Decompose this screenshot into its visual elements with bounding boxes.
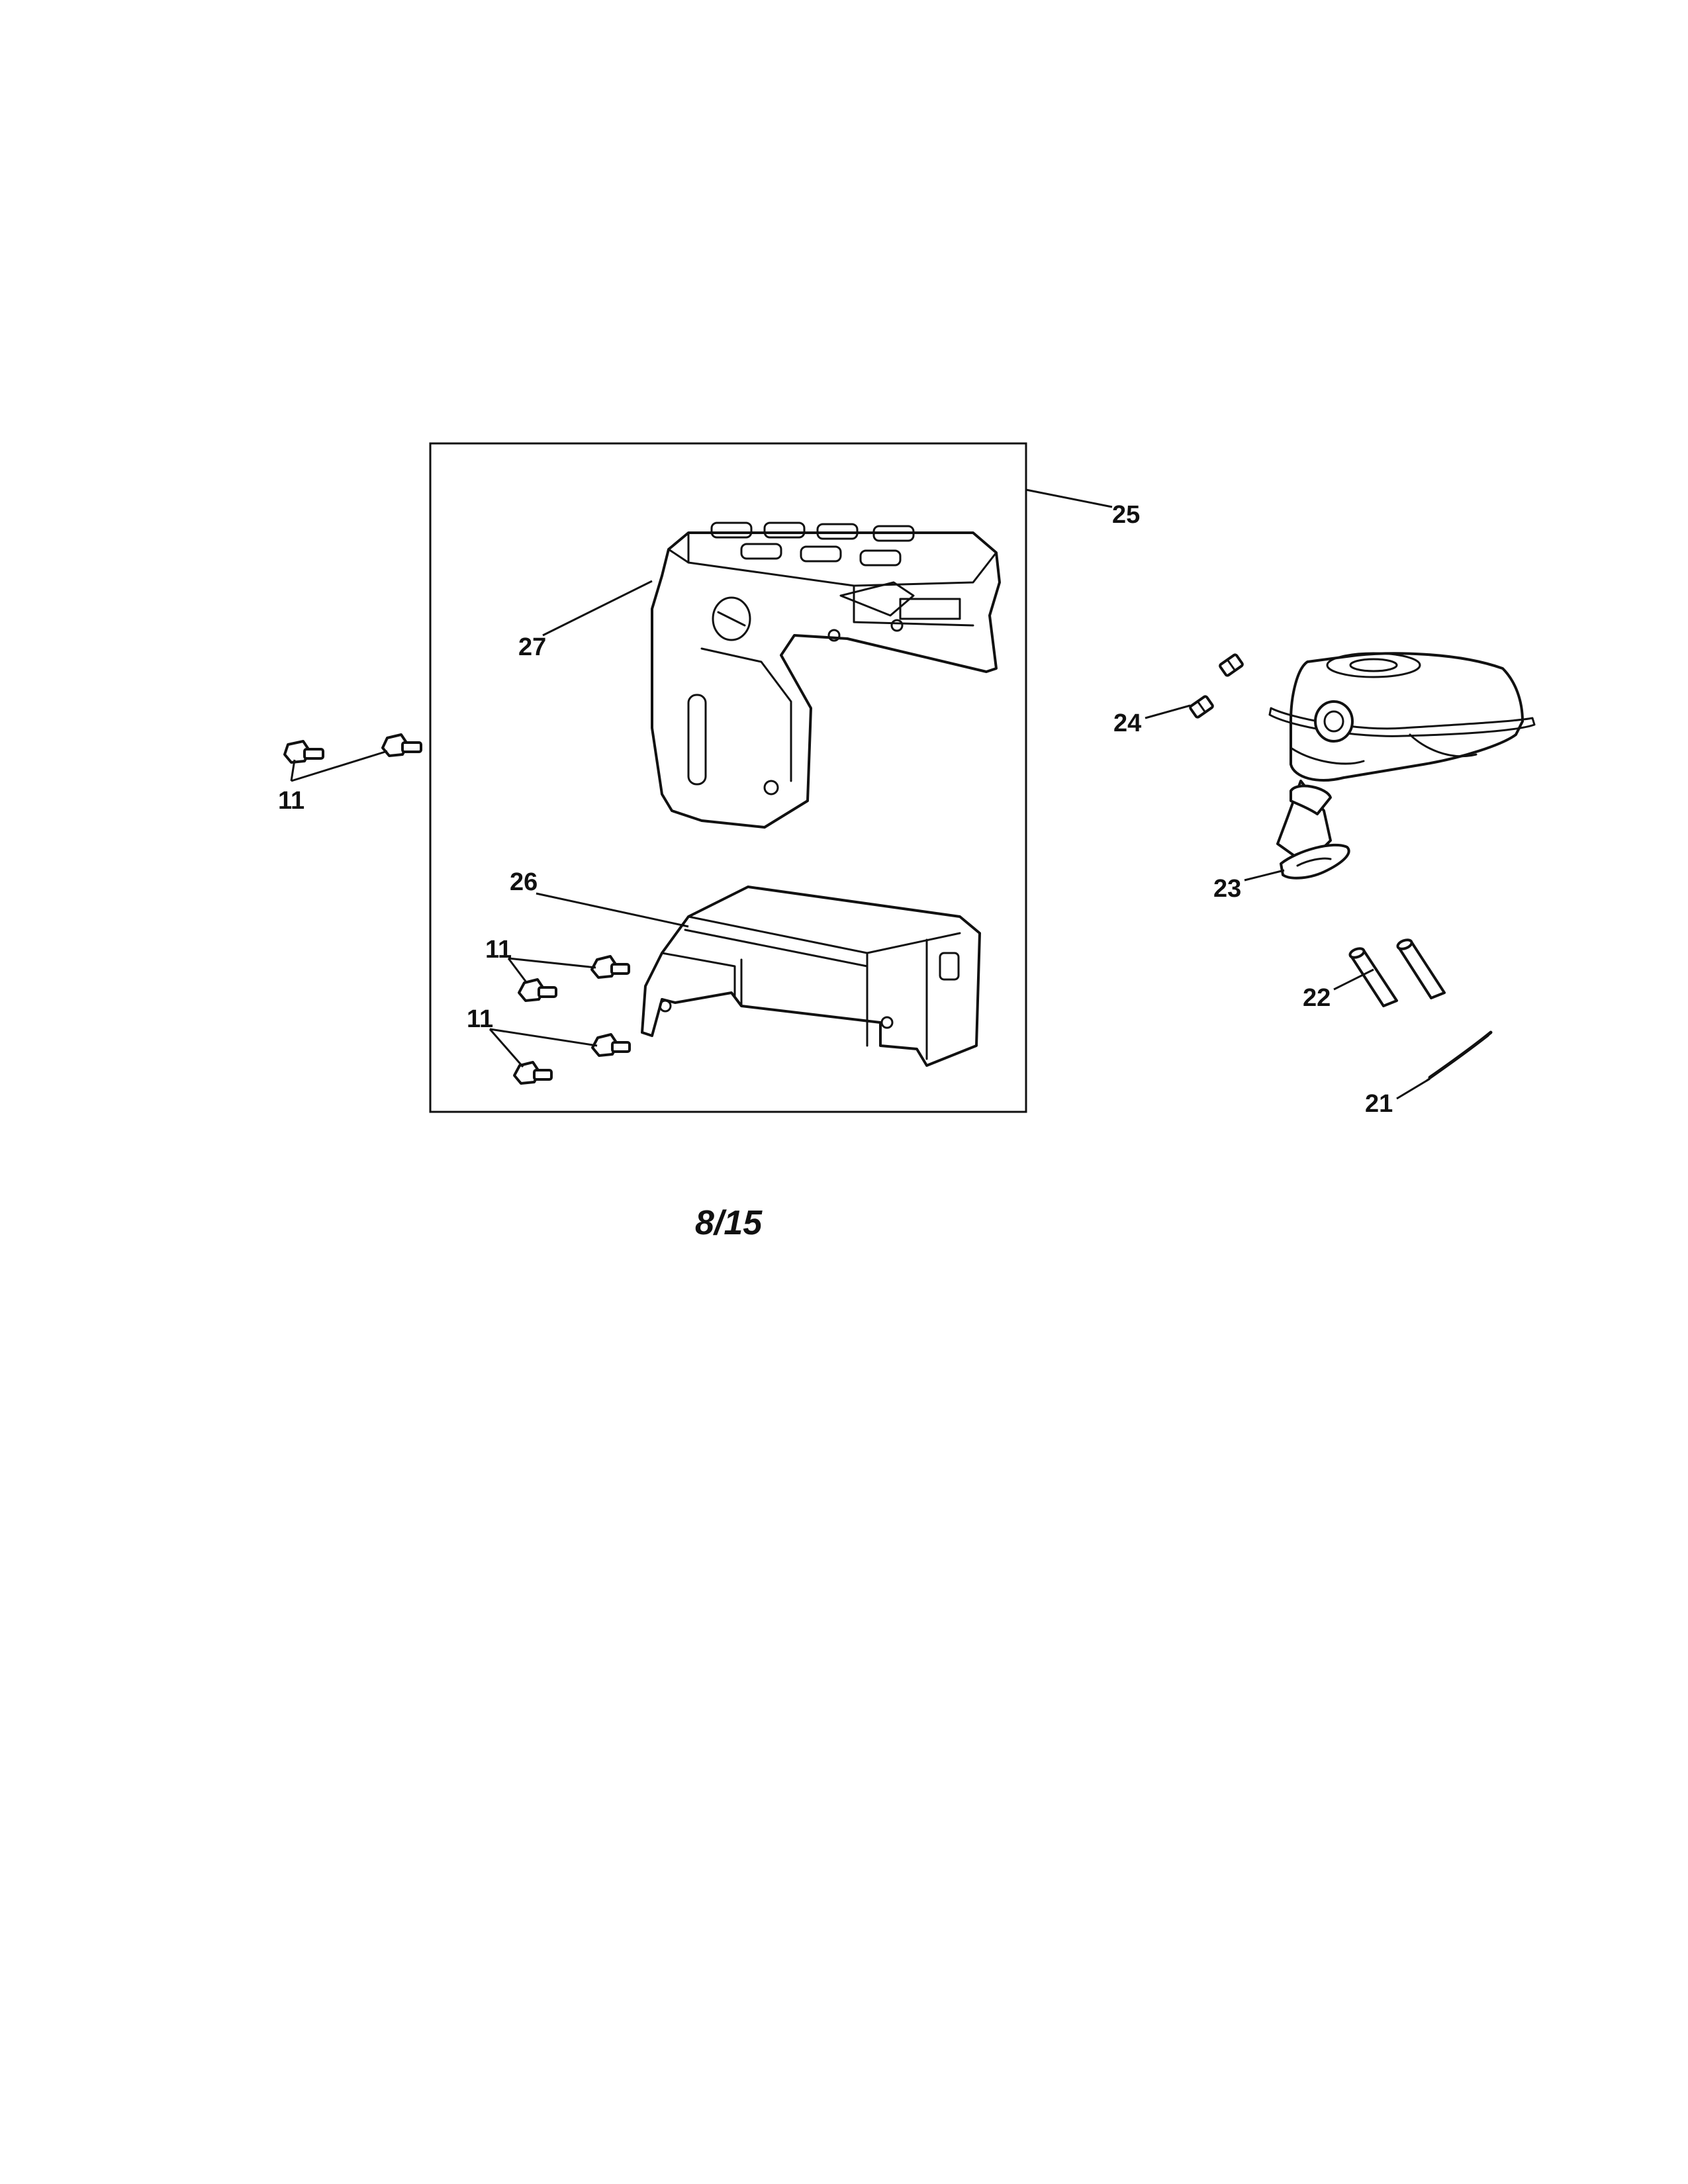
stud-icon	[1348, 947, 1398, 1007]
page-label: 8/15	[695, 1204, 763, 1242]
pin-icon	[1425, 1030, 1493, 1082]
bolt-icon	[381, 733, 422, 757]
leader-27	[542, 580, 653, 637]
bolt-group-mid-1	[518, 955, 630, 1002]
callout-27: 27	[518, 633, 546, 661]
leader-11-left-a	[290, 759, 296, 782]
assembly-frame	[429, 442, 1027, 1113]
bolt-icon	[590, 955, 630, 979]
callout-25: 25	[1112, 501, 1140, 529]
bolt-icon	[518, 978, 557, 1002]
lower-heat-shield	[641, 886, 981, 1067]
callout-21: 21	[1365, 1090, 1393, 1118]
stud-icon	[1396, 938, 1446, 999]
leader-26	[536, 892, 689, 928]
muffler	[1268, 652, 1536, 862]
stud-group	[1348, 938, 1446, 1007]
bolt-icon	[591, 1033, 631, 1057]
nut-icon	[1219, 653, 1244, 677]
callout-23: 23	[1213, 875, 1241, 903]
leader-23	[1244, 869, 1285, 882]
callout-26: 26	[510, 868, 538, 896]
leader-22	[1333, 968, 1374, 991]
nut-group	[1189, 653, 1244, 719]
upper-heat-shield	[651, 522, 1001, 829]
leader-24	[1145, 704, 1191, 719]
callout-11-mid2: 11	[467, 1005, 493, 1033]
bolt-icon	[283, 740, 324, 764]
callout-24: 24	[1113, 709, 1141, 737]
leader-25	[1025, 488, 1113, 508]
callout-11-mid1: 11	[485, 936, 512, 964]
callout-22: 22	[1303, 984, 1331, 1012]
leader-21	[1396, 1077, 1430, 1100]
leader-11-mid1-a	[507, 958, 528, 983]
bolt-group-left	[283, 733, 422, 764]
nut-icon	[1189, 695, 1214, 719]
bolt-group-mid-2	[513, 1033, 631, 1085]
leader-11-mid1-b	[508, 957, 596, 969]
muffler-gasket	[1280, 843, 1350, 880]
leader-11-mid2-b	[489, 1028, 598, 1047]
bolt-icon	[513, 1061, 553, 1085]
leader-11-left-b	[291, 750, 388, 782]
callout-11-left: 11	[278, 787, 305, 815]
leader-11-mid2-a	[489, 1028, 524, 1068]
